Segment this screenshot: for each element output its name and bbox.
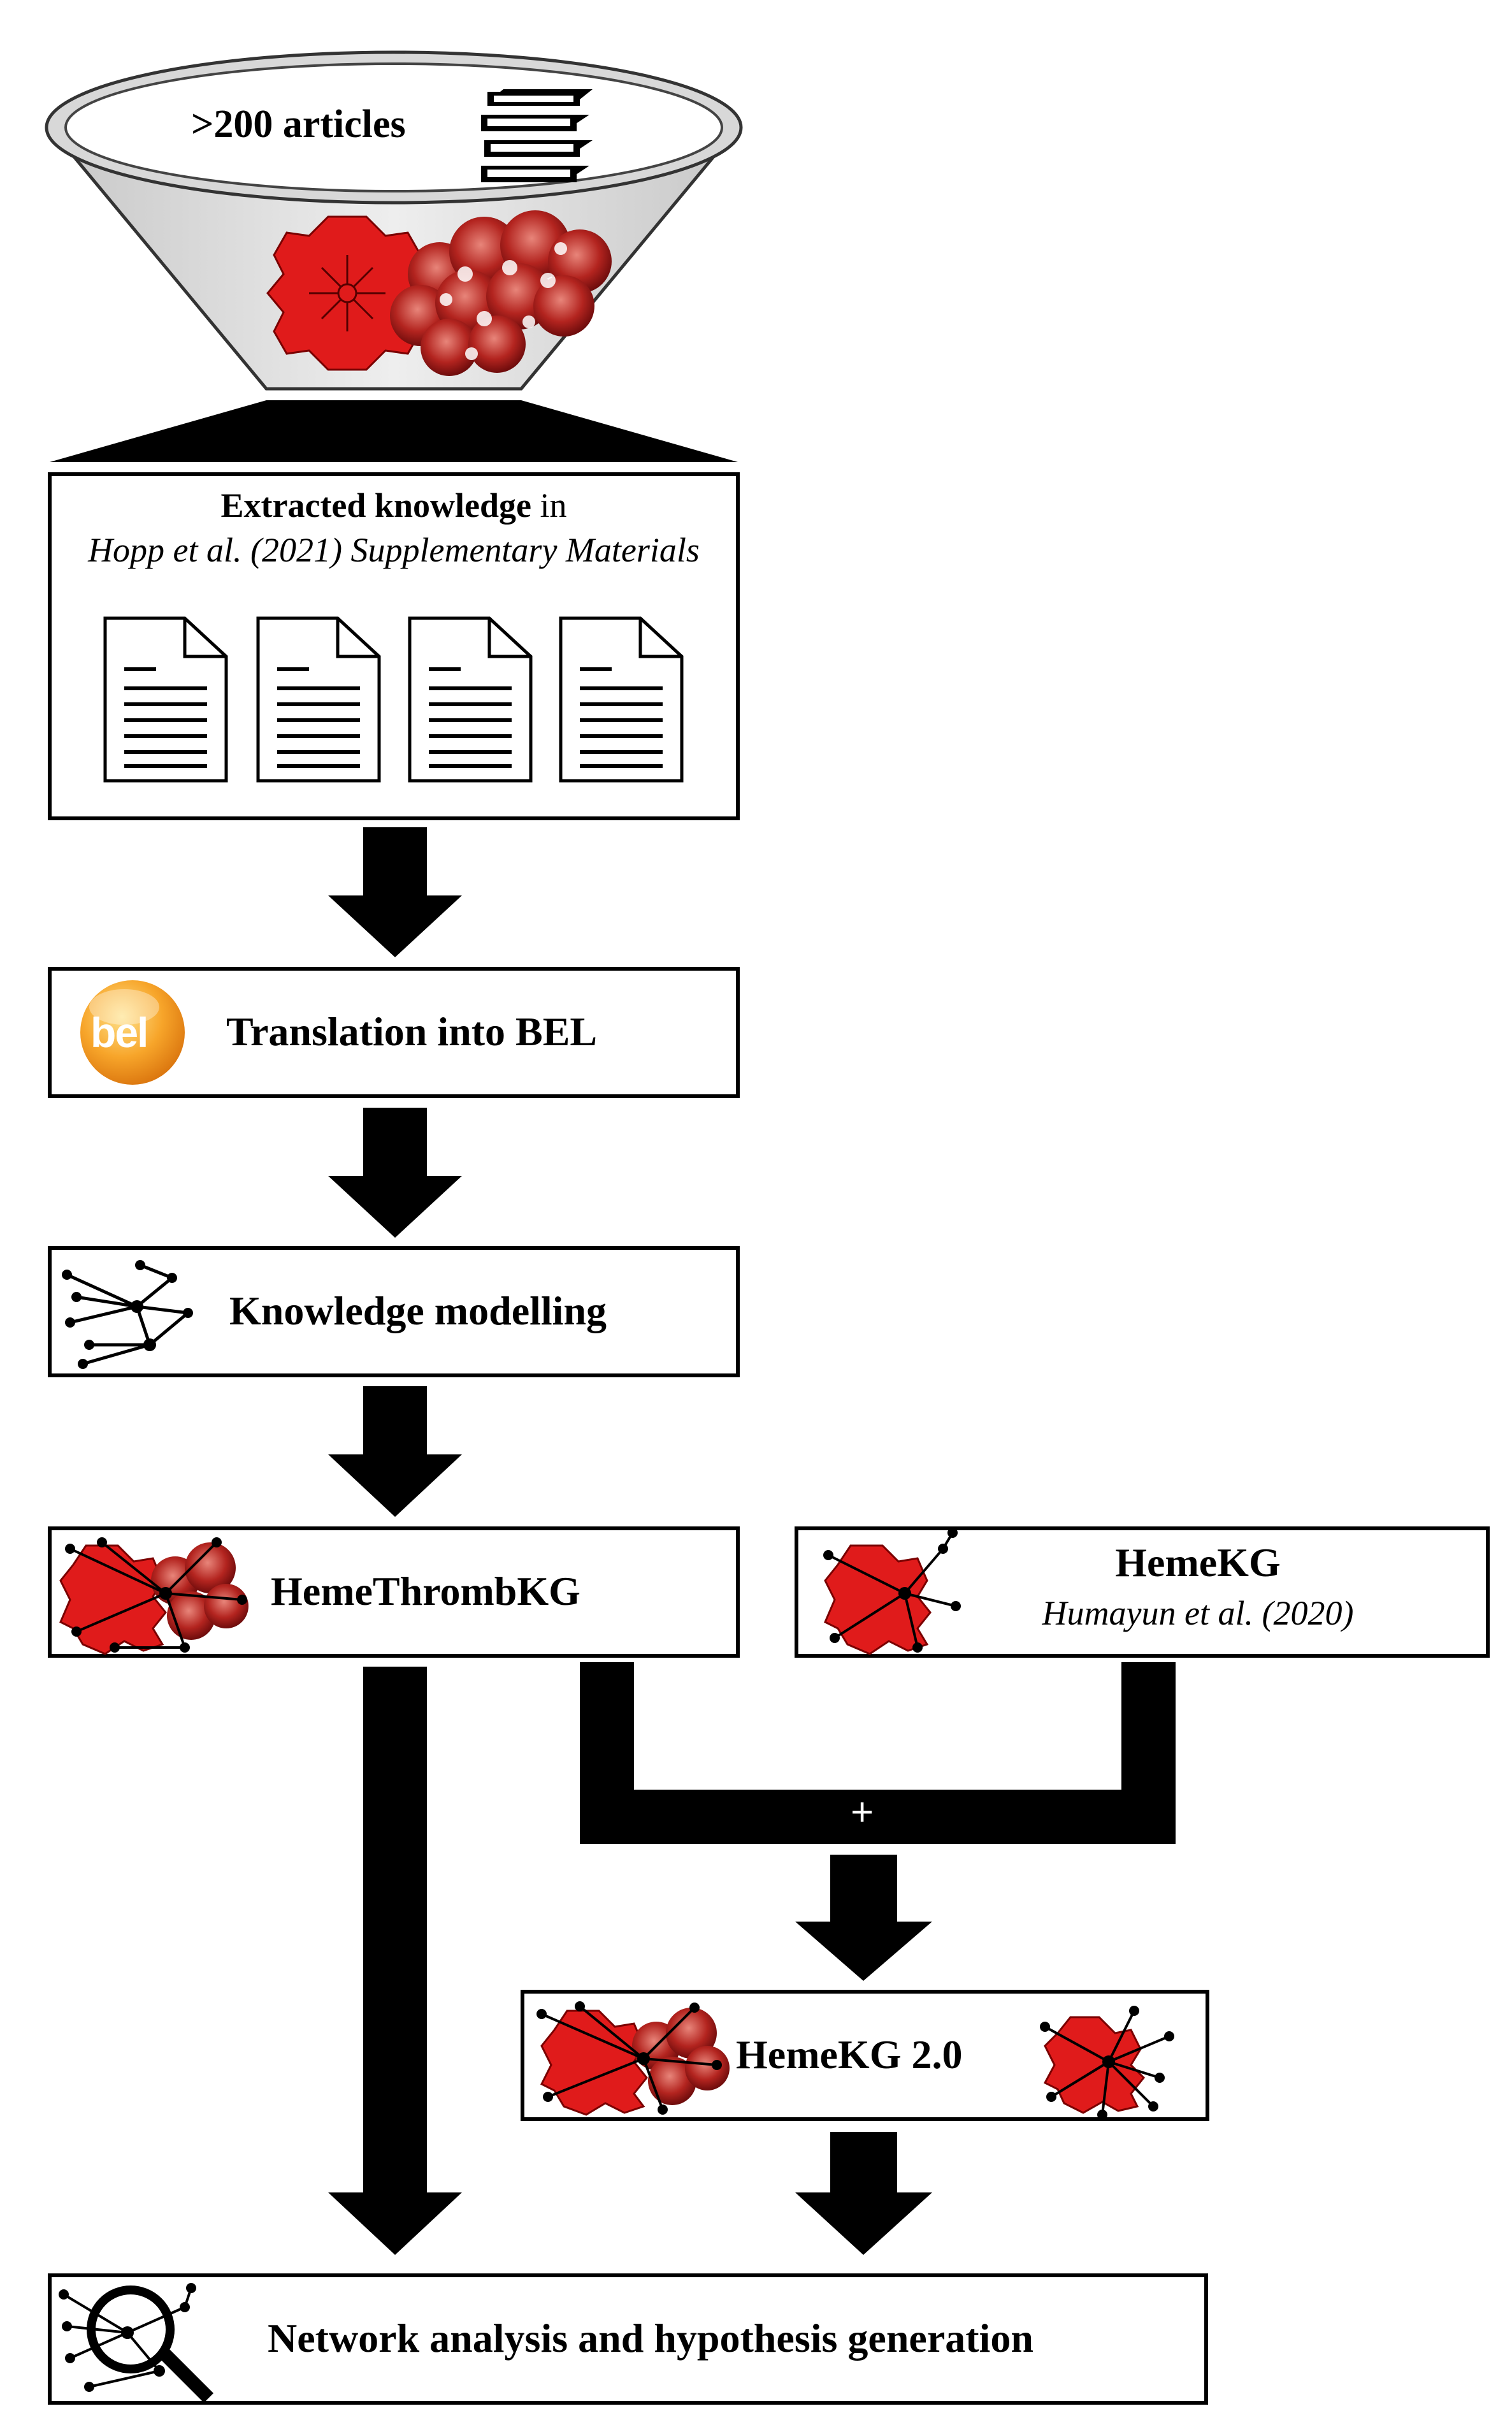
extracted-citation: Hopp et al. (2021) Supplementary Materia… [88, 531, 700, 569]
knowledge-modelling-box [48, 1246, 740, 1377]
bel-logo-icon [80, 980, 185, 1085]
extracted-title-bold: Extracted knowledge [220, 486, 531, 525]
document-icon [103, 616, 228, 783]
funnel-label: >200 articles [191, 103, 406, 146]
network-analysis-label: Network analysis and hypothesis generati… [268, 2315, 1033, 2361]
hemekg-box [795, 1526, 1490, 1658]
down-arrow [328, 827, 462, 957]
hemekg2-left-graph-icon [536, 2001, 730, 2116]
network-analysis-box [48, 2273, 1208, 2405]
books-icon [481, 89, 593, 182]
extracted-title: Extracted knowledge in [50, 486, 738, 525]
down-arrow [328, 1386, 462, 1517]
hemekg-label: HemeKG [1115, 1540, 1281, 1585]
bel-logo-text: bel [90, 1009, 148, 1056]
document-icon [559, 616, 684, 783]
extracted-title-rest: in [531, 486, 567, 525]
document-icons [103, 616, 684, 783]
document-icon [408, 616, 533, 783]
document-icon [256, 616, 381, 783]
down-arrow [795, 1855, 932, 1981]
merge-connector [580, 1662, 1176, 1844]
hemethrombkg-label: HemeThrombKG [271, 1568, 580, 1614]
merge-plus-symbol: + [851, 1790, 874, 1834]
down-arrow [328, 1108, 462, 1238]
network-graph-icon [62, 1260, 193, 1369]
blood-cells-icon [390, 210, 612, 376]
heme-molecule-icon [266, 215, 428, 371]
hemekg2-label: HemeKG 2.0 [736, 2032, 963, 2077]
hemekg2-right-graph-icon [1040, 2006, 1174, 2120]
funnel [45, 50, 743, 462]
hemekg-citation: Humayun et al. (2020) [1042, 1594, 1354, 1632]
hemekg-graph-icon [823, 1528, 961, 1655]
magnifier-network-icon [59, 2283, 213, 2403]
translation-label: Translation into BEL [226, 1009, 598, 1054]
funnel-base [50, 400, 738, 462]
long-down-arrow [328, 1667, 462, 2255]
down-arrow [795, 2132, 932, 2255]
heme-thromb-graph-icon [59, 1537, 248, 1655]
knowledge-modelling-label: Knowledge modelling [229, 1288, 607, 1333]
